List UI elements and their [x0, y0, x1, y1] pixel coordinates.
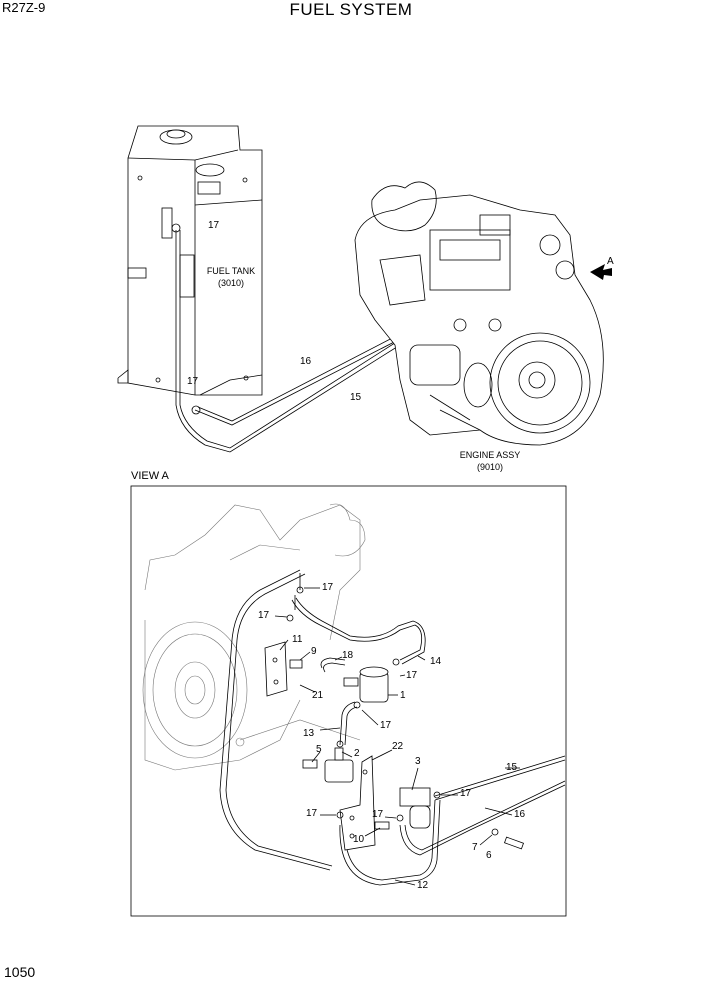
callout: 12	[417, 880, 429, 891]
engine-drawing	[354, 181, 612, 446]
fuel-tank-drawing	[117, 125, 263, 396]
callout: 15	[506, 762, 518, 773]
fuel-tank-label: FUEL TANK (3010)	[196, 265, 266, 289]
callout: 16	[514, 809, 526, 820]
callout: 17	[187, 376, 199, 387]
callout: 7	[472, 842, 478, 853]
callout: 16	[300, 356, 312, 367]
callout: 2	[354, 748, 360, 759]
callout: 6	[486, 850, 492, 861]
model-code: R27Z-9	[2, 0, 46, 15]
engine-label: ENGINE ASSY (9010)	[445, 449, 535, 473]
callout: 21	[312, 690, 324, 701]
view-a-label: VIEW A	[131, 470, 169, 482]
callout: 5	[316, 744, 322, 755]
engine-code: (9010)	[476, 462, 503, 472]
engine-name: ENGINE ASSY	[459, 450, 521, 460]
callout: 17	[460, 788, 472, 799]
callout: 14	[430, 656, 442, 667]
callout: 17	[380, 720, 392, 731]
callout: 17	[306, 808, 318, 819]
callout: 17	[322, 582, 334, 593]
page-title: FUEL SYSTEM	[289, 0, 413, 19]
fuel-tank-code: (3010)	[217, 278, 244, 288]
callout: 10	[353, 834, 365, 845]
fuel-lines-top	[171, 223, 403, 453]
callout: 11	[292, 634, 303, 645]
callout: 18	[342, 650, 354, 661]
callout: 17	[372, 809, 384, 820]
callout: 17	[208, 220, 220, 231]
callout: 17	[258, 610, 270, 621]
callout: 22	[392, 741, 404, 752]
callout: 15	[350, 392, 362, 403]
fuel-tank-name: FUEL TANK	[206, 266, 256, 276]
view-arrow-label: A	[607, 256, 614, 267]
view-a-drawing	[142, 503, 566, 886]
callout: 3	[415, 756, 421, 767]
callout: 17	[406, 670, 418, 681]
callout: 1	[400, 690, 406, 701]
view-a-frame	[130, 485, 567, 917]
callout: 9	[311, 646, 317, 657]
page-number: 1050	[4, 964, 36, 980]
callout: 13	[303, 728, 315, 739]
